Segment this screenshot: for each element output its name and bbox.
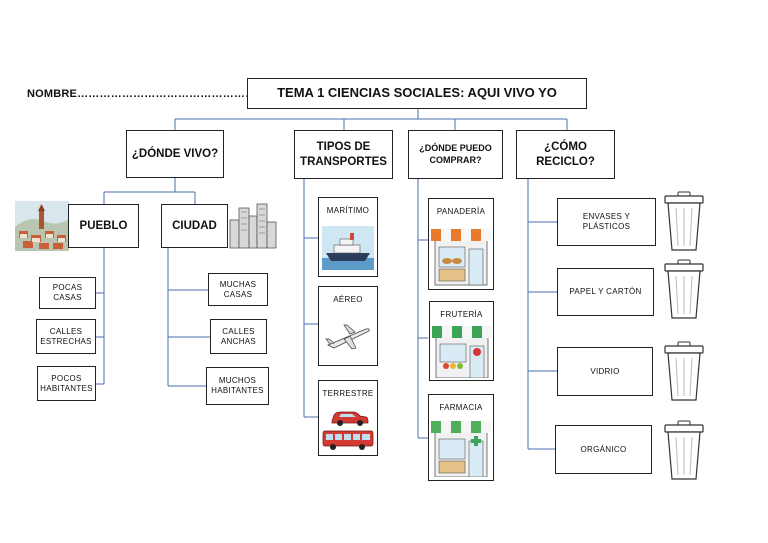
transport-label: MARÍTIMO — [326, 206, 370, 215]
branch-tipos-transportes: TIPOS DE TRANSPORTES — [294, 130, 393, 179]
ciudad-item: MUCHAS CASAS — [208, 273, 268, 306]
branch-donde-comprar-label: ¿DÓNDE PUEDO COMPRAR? — [419, 143, 492, 165]
bus-icon — [322, 430, 374, 450]
ship-icon — [322, 226, 374, 270]
recycle-box-envases: ENVASES Y PLÁSTICOS — [557, 198, 656, 246]
fruit-shop-icon — [432, 326, 492, 378]
branch-donde-vivo: ¿DÓNDE VIVO? — [126, 130, 224, 178]
recycle-box-papel: PAPEL Y CARTÓN — [557, 268, 654, 316]
ciudad-item: MUCHOS HABITANTES — [206, 367, 269, 405]
transport-label: AÉREO — [333, 295, 363, 304]
transport-card-aereo: AÉREO — [318, 286, 378, 366]
transport-label: TERRESTRE — [322, 389, 374, 398]
branch-tipos-transportes-label: TIPOS DE TRANSPORTES — [300, 141, 387, 168]
bakery-shop-icon — [431, 229, 491, 286]
trash-bin-icon — [664, 420, 704, 480]
branch-donde-comprar: ¿DÓNDE PUEDO COMPRAR? — [408, 130, 503, 179]
recycle-box-organico: ORGÁNICO — [555, 425, 652, 474]
transport-card-terrestre: TERRESTRE — [318, 380, 378, 456]
recycle-box-vidrio: VIDRIO — [557, 347, 653, 396]
village-icon — [15, 201, 69, 251]
pueblo-item: CALLES ESTRECHAS — [36, 319, 96, 354]
pueblo-item: POCOS HABITANTES — [37, 366, 96, 401]
pueblo-item: POCAS CASAS — [39, 277, 96, 309]
trash-bin-icon — [664, 341, 704, 401]
ciudad-box: CIUDAD — [161, 204, 228, 248]
shop-label: FRUTERÍA — [440, 310, 483, 319]
pueblo-box: PUEBLO — [68, 204, 139, 248]
ciudad-item: CALLES ANCHAS — [210, 319, 267, 354]
diagram-title: TEMA 1 CIENCIAS SOCIALES: AQUI VIVO YO — [247, 78, 587, 109]
pharmacy-shop-icon — [431, 421, 491, 477]
shop-label: PANADERÍA — [436, 207, 486, 216]
shop-card-panaderia: PANADERÍA — [428, 198, 494, 290]
trash-bin-icon — [664, 259, 704, 319]
shop-label: FARMACIA — [439, 403, 483, 412]
student-name-field[interactable]: NOMBRE…………………………………………. — [27, 88, 260, 100]
airplane-icon — [322, 315, 374, 359]
car-icon — [331, 411, 369, 426]
city-icon — [228, 200, 278, 250]
shop-card-fruteria: FRUTERÍA — [429, 301, 494, 381]
transport-card-maritimo: MARÍTIMO — [318, 197, 378, 277]
trash-bin-icon — [664, 191, 704, 251]
shop-card-farmacia: FARMACIA — [428, 394, 494, 481]
branch-como-reciclo: ¿CÓMO RECICLO? — [516, 130, 615, 179]
